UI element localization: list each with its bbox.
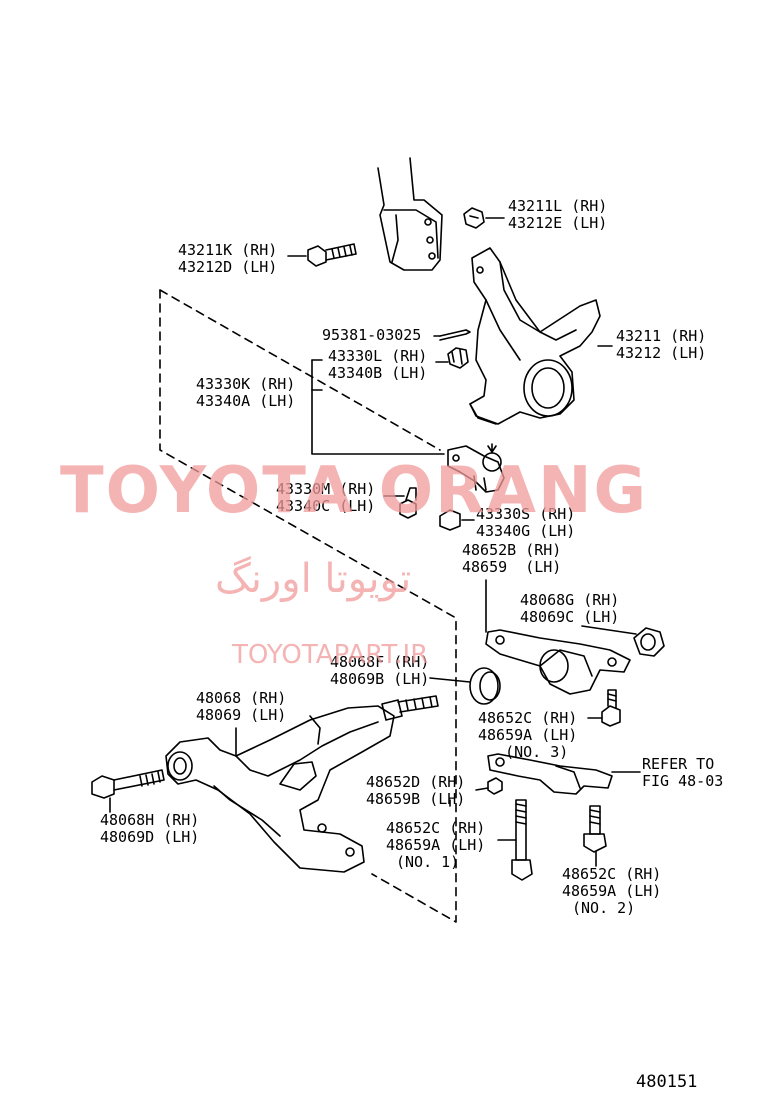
figure-number: 480151 xyxy=(636,1072,698,1092)
watermark-brand: TOYOTA ORANG xyxy=(60,454,649,528)
label-48068H: 48068H (RH)48069D (LH) xyxy=(100,811,200,846)
label-48068G: 48068G (RH)48069C (LH) xyxy=(520,591,620,626)
bolt-icon xyxy=(91,769,165,799)
label-48652D: 48652D (RH)48659B (LH) xyxy=(366,773,466,808)
watermark-site: TOYOTAPART.IR xyxy=(232,640,429,670)
bolt-icon xyxy=(601,689,621,727)
flange-nut-icon xyxy=(463,207,485,229)
label-48068F: 48068F (RH)48069B (LH) xyxy=(330,653,430,688)
rear-bushing-bracket xyxy=(485,629,631,695)
castle-nut-icon xyxy=(447,347,469,369)
label-43330S: 43330S (RH)43340G (LH) xyxy=(476,505,576,540)
bolt-icon xyxy=(399,487,417,519)
bolt-icon xyxy=(381,695,439,721)
bolt-icon xyxy=(583,805,607,853)
label-48652C-no3: 48652C (RH)48659A (LH) (NO. 3) xyxy=(478,709,578,761)
lower-control-arm xyxy=(165,705,395,873)
label-43330K: 43330K (RH)43340A (LH) xyxy=(196,375,296,410)
hex-nut-icon xyxy=(487,777,503,795)
label-43330M: 43330M (RH)43340C (LH) xyxy=(276,480,376,515)
cotter-pin-icon xyxy=(439,329,471,341)
bushing-icon xyxy=(469,667,501,705)
bushing-icon xyxy=(633,627,665,657)
refer-bracket xyxy=(487,753,613,795)
strut-assembly xyxy=(377,157,443,271)
label-48652B: 48652B (RH)48659 (LH) xyxy=(462,541,562,576)
label-95381: 95381-03025 xyxy=(322,326,422,344)
label-43330L: 43330L (RH)43340B (LH) xyxy=(328,347,428,382)
steering-knuckle xyxy=(469,247,601,425)
flange-nut-icon xyxy=(439,509,461,531)
bolt-icon xyxy=(307,243,357,267)
dashed-frame xyxy=(159,289,457,923)
label-43211: 43211 (RH)43212 (LH) xyxy=(616,327,707,362)
watermark-persian: تویوتا اورنگ xyxy=(215,556,412,602)
label-43211L: 43211L (RH)43212E (LH) xyxy=(508,197,608,232)
label-43211K: 43211K (RH)43212D (LH) xyxy=(178,241,278,276)
label-48652C-no1: 48652C (RH)48659A (LH)(NO. 1) xyxy=(386,819,486,871)
label-48652C-no2: 48652C (RH)48659A (LH)(NO. 2) xyxy=(562,865,662,917)
label-48068: 48068 (RH)48069 (LH) xyxy=(196,689,287,724)
ball-joint-icon xyxy=(447,443,505,493)
